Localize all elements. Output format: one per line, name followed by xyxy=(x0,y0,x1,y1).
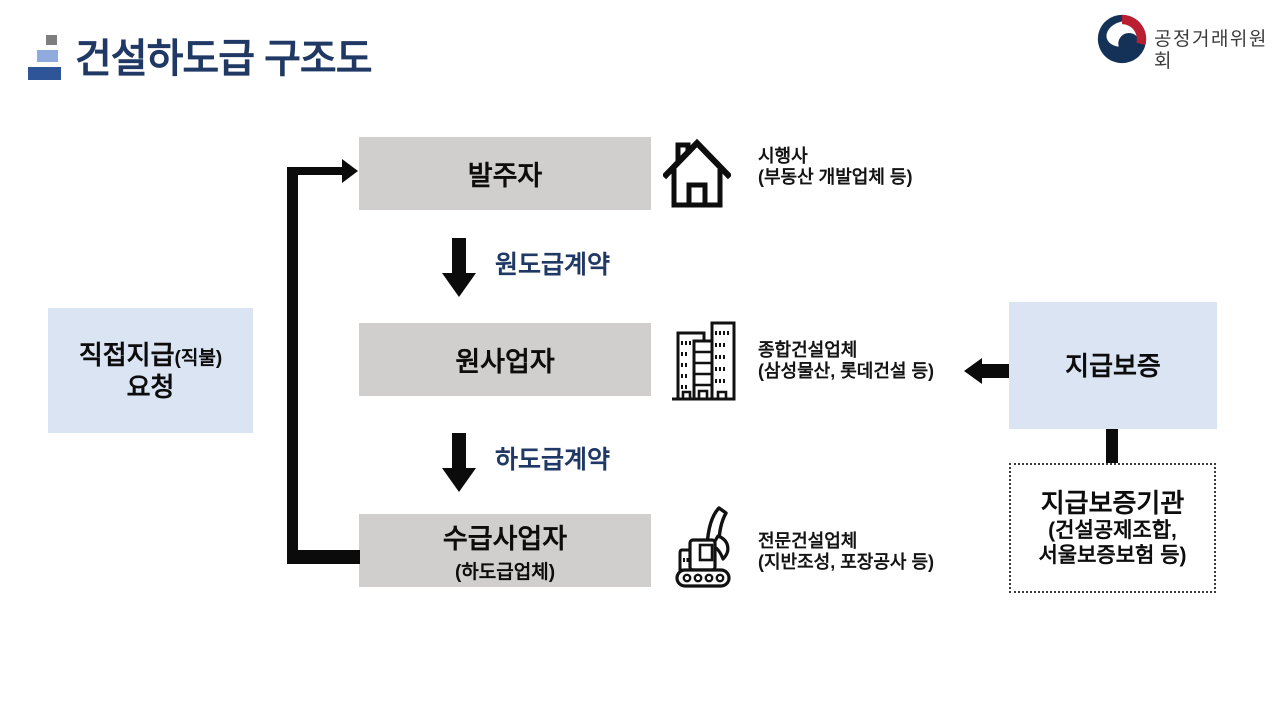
guarantee-institution-line2: 서울보증보험 등) xyxy=(1038,544,1187,567)
down-arrow-icon xyxy=(442,433,476,493)
guarantee-arrow-shaft xyxy=(981,364,1009,378)
payment-guarantee-label: 지급보증 xyxy=(1065,350,1161,381)
direct-payment-request-box: 직접지급(직불) 요청 xyxy=(48,308,253,433)
page-title: 건설하도급 구조도 xyxy=(75,37,373,81)
direct-payment-paren: (직불) xyxy=(174,347,223,369)
sub-desc-line2: (지반조성, 포장공사 등) xyxy=(758,552,935,572)
direct-payment-connector-vertical xyxy=(287,167,298,564)
node-owner: 발주자 xyxy=(359,137,651,210)
direct-payment-line1: 직접지급(직불) xyxy=(79,339,222,371)
sub-contract-label: 하도급계약 xyxy=(495,446,611,474)
node-owner-label: 발주자 xyxy=(467,161,543,191)
org-name: 공정거래위원회 xyxy=(1154,29,1268,72)
arrowhead-left-icon xyxy=(964,358,982,384)
building-icon xyxy=(670,321,736,401)
owner-desc-line1: 시행사 xyxy=(758,146,808,166)
direct-payment-line2: 요청 xyxy=(126,371,175,402)
owner-description: 시행사 (부동산 개발업체 등) xyxy=(758,146,912,188)
owner-desc-line2: (부동산 개발업체 등) xyxy=(758,167,913,187)
down-arrow-icon xyxy=(442,238,476,298)
guarantee-institution-box: 지급보증기관 (건설공제조합, 서울보증보험 등) xyxy=(1009,463,1216,593)
guarantee-institution-line1: (건설공제조합, xyxy=(1048,519,1177,542)
direct-payment-text: 직접지급 xyxy=(78,339,175,370)
sub-description: 전문건설업체 (지반조성, 포장공사 등) xyxy=(758,531,934,573)
korea-government-emblem-icon xyxy=(1096,13,1148,65)
direct-payment-connector-bottom xyxy=(287,550,360,564)
payment-guarantee-box: 지급보증 xyxy=(1009,302,1217,429)
excavator-icon xyxy=(673,504,735,590)
node-sub-sublabel: (하도급업체) xyxy=(454,562,556,583)
house-icon xyxy=(663,138,731,208)
arrowhead-right-icon xyxy=(342,159,358,183)
prime-desc-line1: 종합건설업체 xyxy=(758,340,858,360)
node-prime-contractor: 원사업자 xyxy=(359,323,651,396)
prime-desc-line2: (삼성물산, 롯데건설 등) xyxy=(758,361,935,381)
prime-description: 종합건설업체 (삼성물산, 롯데건설 등) xyxy=(758,340,934,382)
guarantee-org-connector xyxy=(1106,429,1118,465)
node-sub-label: 수급사업자 xyxy=(442,524,568,554)
node-subcontractor: 수급사업자 (하도급업체) xyxy=(359,514,651,587)
guarantee-institution-title: 지급보증기관 xyxy=(1040,488,1185,518)
direct-payment-connector-top xyxy=(292,167,344,175)
prime-contract-label: 원도급계약 xyxy=(495,251,611,279)
stacked-blocks-icon xyxy=(26,33,64,83)
node-prime-label: 원사업자 xyxy=(455,347,555,377)
sub-desc-line1: 전문건설업체 xyxy=(758,531,858,551)
